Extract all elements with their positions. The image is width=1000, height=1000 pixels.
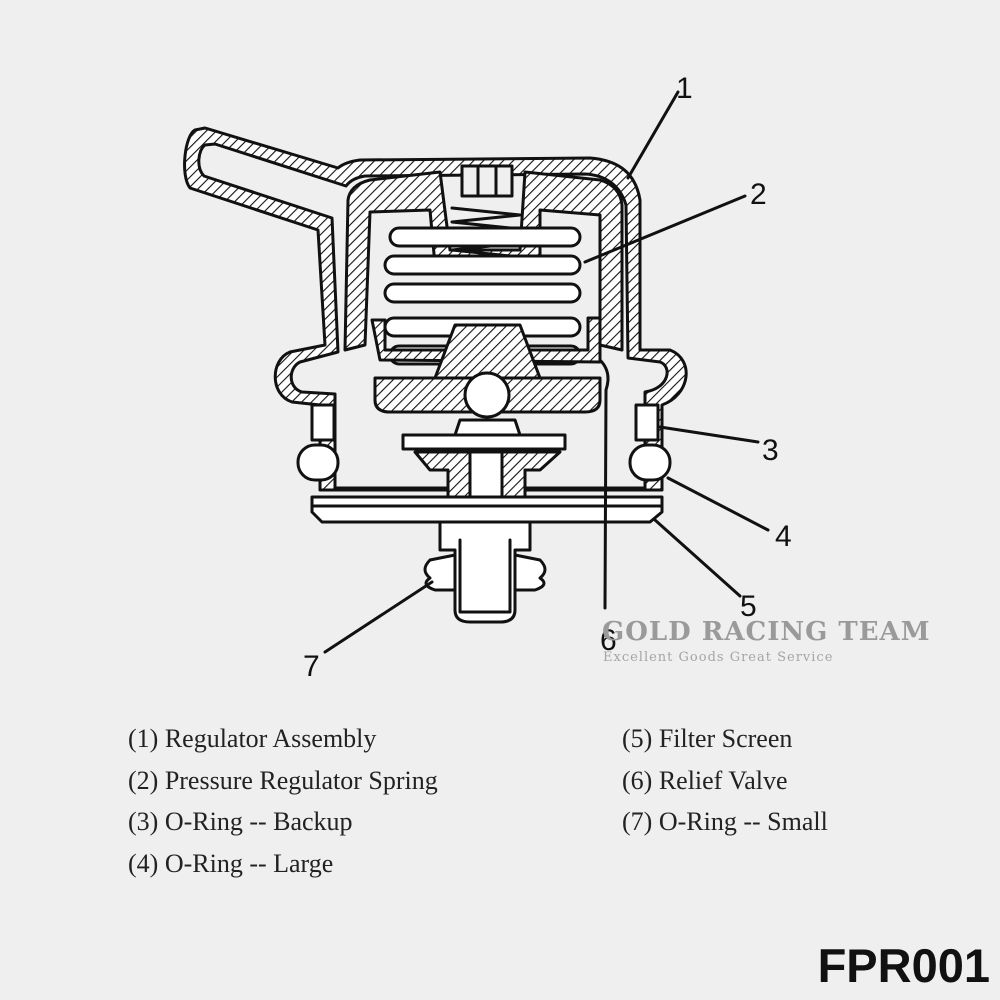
callout-7: 7 xyxy=(303,650,320,683)
watermark-subtitle: Excellent Goods Great Service xyxy=(603,650,833,665)
legend-item-5: (5) Filter Screen xyxy=(622,724,793,753)
outlet-tube xyxy=(438,520,532,624)
legend-item-3: (3) O-Ring -- Backup xyxy=(128,807,353,836)
part-code: FPR001 xyxy=(817,939,990,992)
callout-3: 3 xyxy=(762,434,779,467)
legend-item-6: (6) Relief Valve xyxy=(622,765,788,795)
legend-item-2: (2) Pressure Regulator Spring xyxy=(128,765,438,795)
regulator-cutaway-diagram: 1 2 3 4 5 6 7 GOLD RACING TEAM Excellent… xyxy=(183,72,931,683)
callout-1: 1 xyxy=(676,72,693,105)
callout-6: 6 xyxy=(600,624,617,657)
large-oring-left xyxy=(296,443,340,482)
callout-2: 2 xyxy=(750,178,767,211)
callout-5: 5 xyxy=(740,590,757,623)
legend-item-7: (7) O-Ring -- Small xyxy=(622,807,828,836)
legend-right: (5) Filter Screen (6) Relief Valve (7) O… xyxy=(622,718,828,843)
legend-left: (1) Regulator Assembly (2) Pressure Regu… xyxy=(128,718,438,884)
valve-body xyxy=(433,323,542,380)
large-oring-right xyxy=(628,443,672,482)
callout-4: 4 xyxy=(775,520,792,553)
legend-item-1: (1) Regulator Assembly xyxy=(128,724,377,753)
filter-screen xyxy=(310,495,664,524)
watermark-title: GOLD RACING TEAM xyxy=(602,617,931,647)
relief-valve xyxy=(598,358,610,610)
legend-item-4: (4) O-Ring -- Large xyxy=(128,848,334,878)
